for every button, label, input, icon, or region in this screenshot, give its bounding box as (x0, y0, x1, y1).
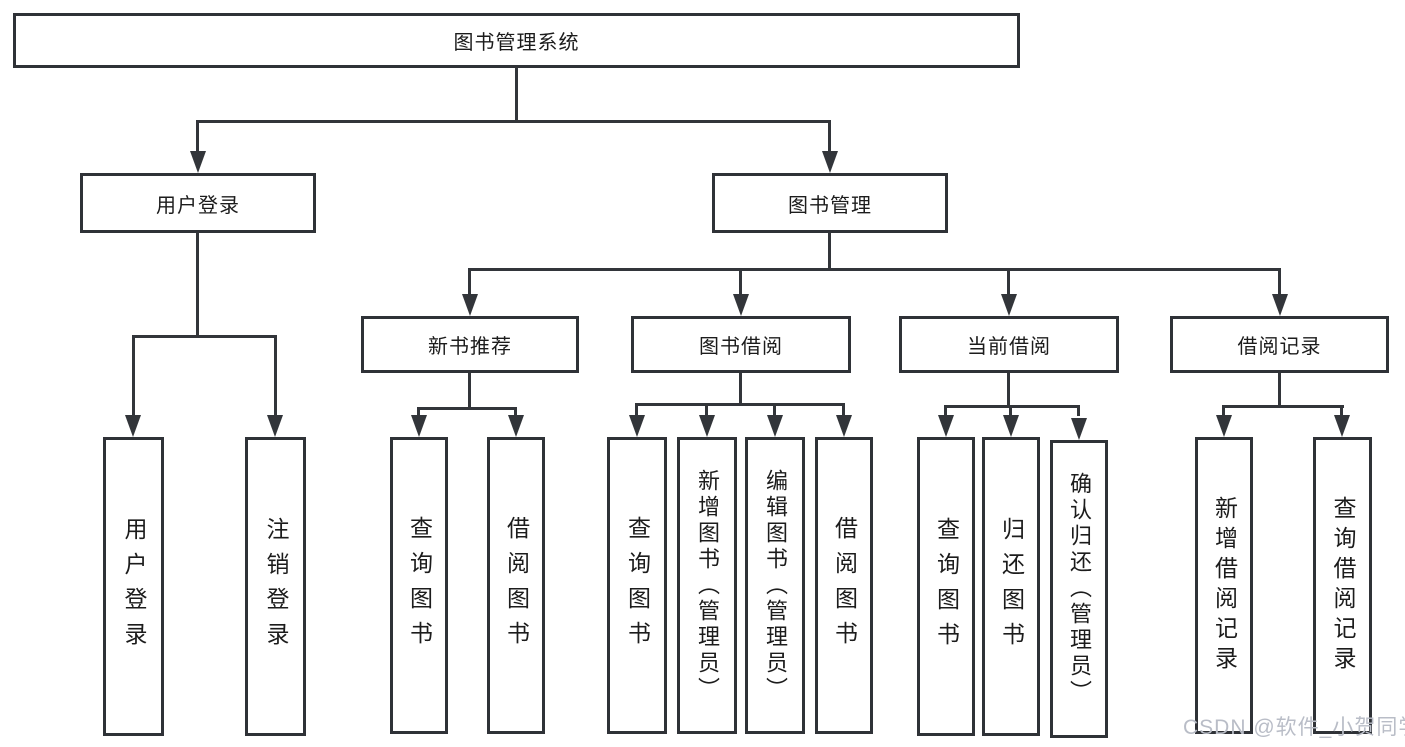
node-label: 查询借阅记录 (1330, 495, 1356, 676)
connector-line (196, 120, 199, 153)
node-label: 新增借阅记录 (1211, 495, 1238, 676)
node-library-management-system: 图书管理系统 (13, 13, 1020, 68)
node-current-borrowing: 当前借阅 (899, 316, 1119, 373)
arrowhead-down-icon (1216, 415, 1232, 437)
connector-line (468, 373, 471, 408)
node-return-books: 归还图书 (982, 437, 1040, 736)
node-user-login: 用户登录 (80, 173, 316, 233)
connector-line (1340, 405, 1343, 416)
csdn-watermark: CSDN @软件_小贺同学 (1183, 716, 1405, 739)
node-query-books: 查询图书 (607, 437, 667, 734)
node-add-book-admin: 新增图书（管理员） (677, 437, 737, 734)
node-label: 图书借阅 (699, 336, 783, 358)
connector-line (635, 403, 845, 406)
node-label: 注销登录 (263, 516, 289, 657)
connector-line (468, 268, 1281, 271)
connector-line (1077, 405, 1080, 416)
arrowhead-down-icon (733, 294, 749, 316)
connector-line (132, 335, 135, 416)
connector-line (417, 407, 517, 410)
node-label: 查询图书 (406, 515, 433, 656)
connector-line (1009, 405, 1012, 416)
arrowhead-down-icon (1334, 415, 1350, 437)
arrowhead-down-icon (1272, 294, 1288, 316)
arrowhead-down-icon (508, 415, 524, 437)
arrowhead-down-icon (125, 415, 141, 437)
arrowhead-down-icon (822, 151, 838, 173)
connector-line (739, 373, 742, 404)
connector-line (196, 120, 831, 123)
node-logout: 注销登录 (245, 437, 306, 736)
node-label: 用户登录 (156, 194, 240, 217)
connector-line (773, 403, 776, 416)
node-query-books: 查询图书 (917, 437, 975, 736)
connector-line (515, 67, 518, 121)
node-label: 借阅图书 (503, 515, 530, 656)
node-label: 新书推荐 (428, 336, 512, 358)
connector-line (514, 407, 517, 416)
node-confirm-return-admin: 确认归还（管理员） (1050, 440, 1108, 738)
node-label: 新增图书（管理员） (695, 468, 720, 703)
node-label: 用户登录 (121, 516, 147, 657)
connector-line (132, 335, 277, 338)
node-label: 借阅记录 (1237, 336, 1322, 358)
arrowhead-down-icon (1071, 418, 1087, 440)
arrowhead-down-icon (1003, 415, 1019, 437)
node-book-management: 图书管理 (712, 173, 948, 233)
connector-line (1278, 373, 1281, 406)
node-borrow-books: 借阅图书 (487, 437, 545, 734)
node-label: 确认归还（管理员） (1067, 472, 1092, 706)
connector-line (842, 403, 845, 416)
connector-line (1007, 373, 1010, 406)
node-book-borrowing: 图书借阅 (631, 316, 851, 373)
connector-line (274, 335, 277, 416)
node-label: 当前借阅 (967, 336, 1051, 358)
arrowhead-down-icon (267, 415, 283, 437)
node-add-borrow-record: 新增借阅记录 (1195, 437, 1253, 734)
node-borrowing-records: 借阅记录 (1170, 316, 1389, 373)
connector-line (944, 405, 947, 416)
connector-line (468, 268, 471, 295)
node-new-book-recommend: 新书推荐 (361, 316, 579, 373)
node-borrow-books: 借阅图书 (815, 437, 873, 734)
node-label: 编辑图书（管理员） (763, 468, 788, 703)
node-label: 图书管理 (788, 194, 872, 217)
arrowhead-down-icon (767, 415, 783, 437)
arrowhead-down-icon (190, 151, 206, 173)
node-label: 归还图书 (998, 516, 1025, 657)
connector-line (417, 407, 420, 416)
node-query-books: 查询图书 (390, 437, 448, 734)
arrowhead-down-icon (462, 294, 478, 316)
node-label: 借阅图书 (831, 515, 858, 656)
connector-line (944, 405, 1080, 408)
node-label: 查询图书 (624, 515, 651, 656)
arrowhead-down-icon (411, 415, 427, 437)
node-query-borrow-record: 查询借阅记录 (1313, 437, 1372, 734)
arrowhead-down-icon (1001, 294, 1017, 316)
node-label: 查询图书 (933, 516, 960, 657)
connector-line (1007, 268, 1010, 295)
node-user-login-leaf: 用户登录 (103, 437, 164, 736)
node-label: 图书管理系统 (453, 32, 580, 54)
connector-line (705, 403, 708, 416)
arrowhead-down-icon (836, 415, 852, 437)
arrowhead-down-icon (699, 415, 715, 437)
connector-line (1278, 268, 1281, 295)
arrowhead-down-icon (938, 415, 954, 437)
connector-line (635, 403, 638, 416)
arrowhead-down-icon (629, 415, 645, 437)
connector-line (1222, 405, 1344, 408)
connector-line (1222, 405, 1225, 416)
node-edit-book-admin: 编辑图书（管理员） (745, 437, 805, 734)
connector-line (739, 268, 742, 295)
connector-line (828, 232, 831, 269)
connector-line (828, 120, 831, 153)
connector-line (196, 232, 199, 336)
